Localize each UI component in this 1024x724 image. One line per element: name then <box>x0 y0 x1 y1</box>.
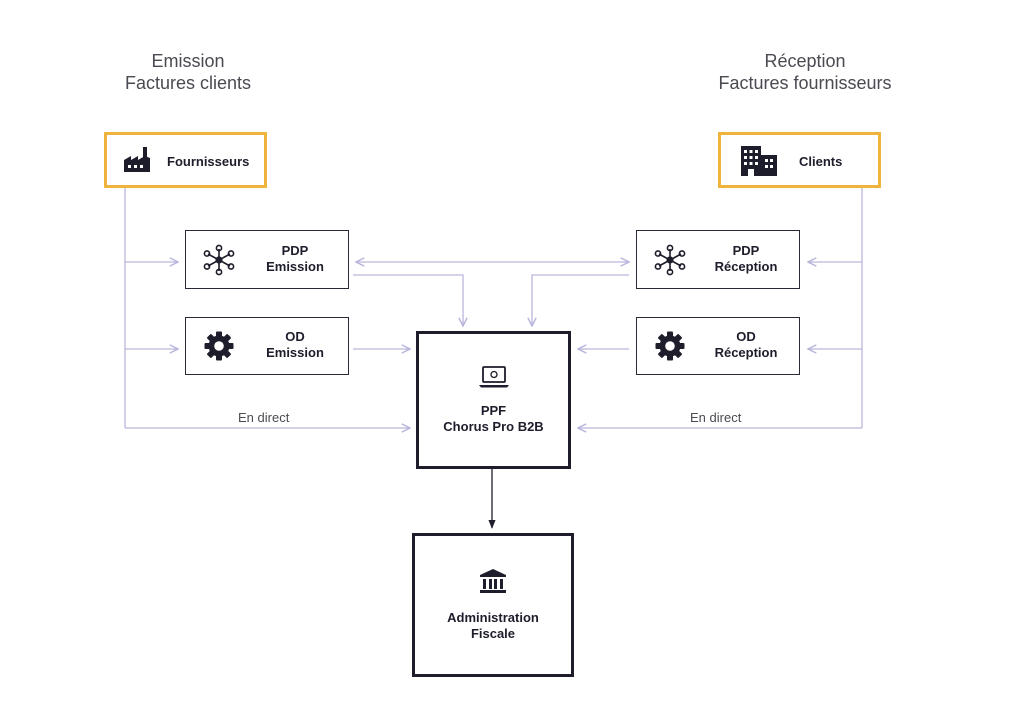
admin-label: Administration Fiscale <box>447 610 539 642</box>
heading-reception: Réception Factures fournisseurs <box>685 50 925 94</box>
network-icon <box>654 244 686 276</box>
node-od-reception: OD Réception <box>636 317 800 375</box>
gear-icon <box>204 331 234 361</box>
buildings-icon <box>741 146 777 176</box>
od-reception-line2: Réception <box>714 345 778 360</box>
edge-ppf-pdp-reception <box>532 274 629 326</box>
heading-reception-line2: Factures fournisseurs <box>718 73 892 93</box>
gear-icon <box>655 331 685 361</box>
pdp-emission-label: PDP Emission <box>250 243 340 275</box>
laptop-icon <box>478 366 509 388</box>
ppf-line2: Chorus Pro B2B <box>443 419 544 434</box>
od-reception-line1: OD <box>736 329 756 344</box>
pdp-emission-line2: Emission <box>266 259 324 274</box>
edge-label-direct-right: En direct <box>690 410 742 425</box>
ppf-label: PPF Chorus Pro B2B <box>443 403 543 435</box>
pdp-reception-line2: Réception <box>714 259 778 274</box>
fournisseurs-label: Fournisseurs <box>167 154 250 169</box>
node-ppf: PPF Chorus Pro B2B <box>416 331 571 469</box>
ppf-line1: PPF <box>480 403 507 418</box>
od-emission-line1: OD <box>285 329 305 344</box>
network-icon <box>203 244 235 276</box>
od-emission-line2: Emission <box>266 345 324 360</box>
heading-reception-line1: Réception <box>764 51 846 71</box>
factory-icon <box>124 147 150 172</box>
pdp-reception-label: PDP Réception <box>701 243 791 275</box>
node-administration-fiscale: Administration Fiscale <box>412 533 574 677</box>
od-emission-label: OD Emission <box>250 329 340 361</box>
node-fournisseurs: Fournisseurs <box>104 132 267 188</box>
admin-line1: Administration <box>447 610 539 625</box>
pdp-reception-line1: PDP <box>732 243 760 258</box>
heading-emission-line2: Factures clients <box>124 73 252 93</box>
heading-emission-line1: Emission <box>151 51 225 71</box>
node-pdp-reception: PDP Réception <box>636 230 800 289</box>
node-od-emission: OD Emission <box>185 317 349 375</box>
bank-icon <box>480 569 506 593</box>
heading-emission: Emission Factures clients <box>88 50 288 94</box>
clients-label: Clients <box>799 154 843 169</box>
pdp-emission-line1: PDP <box>281 243 309 258</box>
node-pdp-emission: PDP Emission <box>185 230 349 289</box>
edge-pdp-emission-ppf <box>353 274 463 326</box>
admin-line2: Fiscale <box>470 626 516 641</box>
od-reception-label: OD Réception <box>701 329 791 361</box>
node-clients: Clients <box>718 132 881 188</box>
edge-label-direct-left: En direct <box>238 410 290 425</box>
